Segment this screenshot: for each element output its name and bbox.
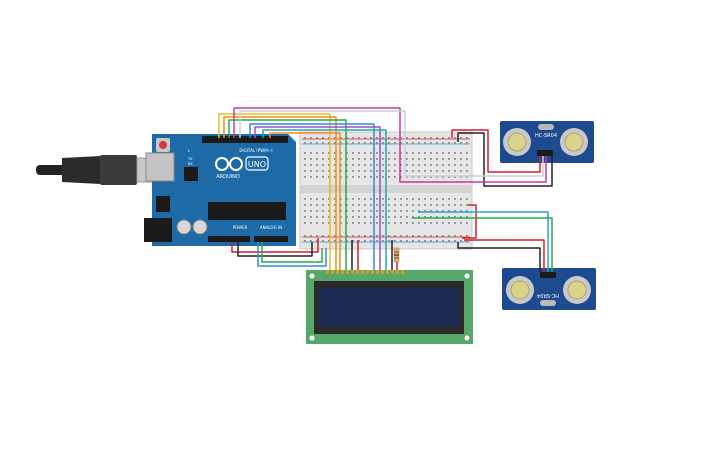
tx-label: TX <box>187 157 193 161</box>
usb-jack <box>145 152 175 182</box>
arduino-brand: ARDUINO <box>216 174 240 180</box>
digital-label: DIGITAL (PWM~) <box>239 148 273 153</box>
wire-blue-sensor <box>418 211 549 272</box>
wire-yellow <box>218 113 331 248</box>
ultrasonic-sensor-bottom: HC-SR04 <box>502 268 596 310</box>
wire-green-analog <box>261 242 323 263</box>
wire-red-power <box>231 238 319 253</box>
rx-label: RX <box>188 162 193 166</box>
wire-orange <box>223 116 337 248</box>
l-label: L <box>188 149 190 153</box>
usb-cable <box>36 155 156 185</box>
arduino-model: UNO <box>248 160 266 169</box>
arduino-uno-board: UNO ARDUINO DIGITAL (PWM~) POWER ANALOG … <box>144 134 296 246</box>
power-label: POWER <box>233 225 248 230</box>
wire-black-gnd <box>237 242 313 257</box>
wire-green-top <box>228 119 347 248</box>
ultrasonic-sensor-top: HC-SR04 <box>500 121 594 163</box>
wire-magenta-sensor <box>480 156 547 183</box>
wire-black-sensor-top <box>457 132 553 187</box>
lcd-screen <box>319 288 459 326</box>
wires <box>218 107 553 272</box>
wire-orange-2 <box>269 132 341 248</box>
resistor <box>393 247 400 263</box>
wire-red-sensor-bottom <box>462 204 477 239</box>
wire-teal <box>262 129 387 248</box>
wire-black-sensor-bottom <box>457 242 541 272</box>
atmega-chip <box>208 202 286 220</box>
dc-power-jack <box>144 218 172 242</box>
wire-blue-analog <box>257 242 327 267</box>
wire-grey <box>239 110 406 160</box>
wire-purple <box>254 126 381 248</box>
wire-magenta <box>233 107 480 183</box>
wire-red-sensor-top <box>451 129 541 173</box>
lcd-display <box>306 270 473 344</box>
analog-header <box>254 236 288 242</box>
digital-header <box>202 136 288 143</box>
wire-blue-top <box>249 123 375 248</box>
arduino-logo-icon <box>215 157 243 171</box>
power-header <box>208 236 250 242</box>
lcd-pin-header <box>326 270 404 274</box>
analog-label: ANALOG IN <box>260 225 282 230</box>
wire-green-sensor <box>412 217 553 272</box>
breadboard-holes <box>304 137 468 242</box>
sensor-top-label: HC-SR04 <box>535 133 557 139</box>
sensor-bottom-label: HC-SR04 <box>537 292 559 298</box>
